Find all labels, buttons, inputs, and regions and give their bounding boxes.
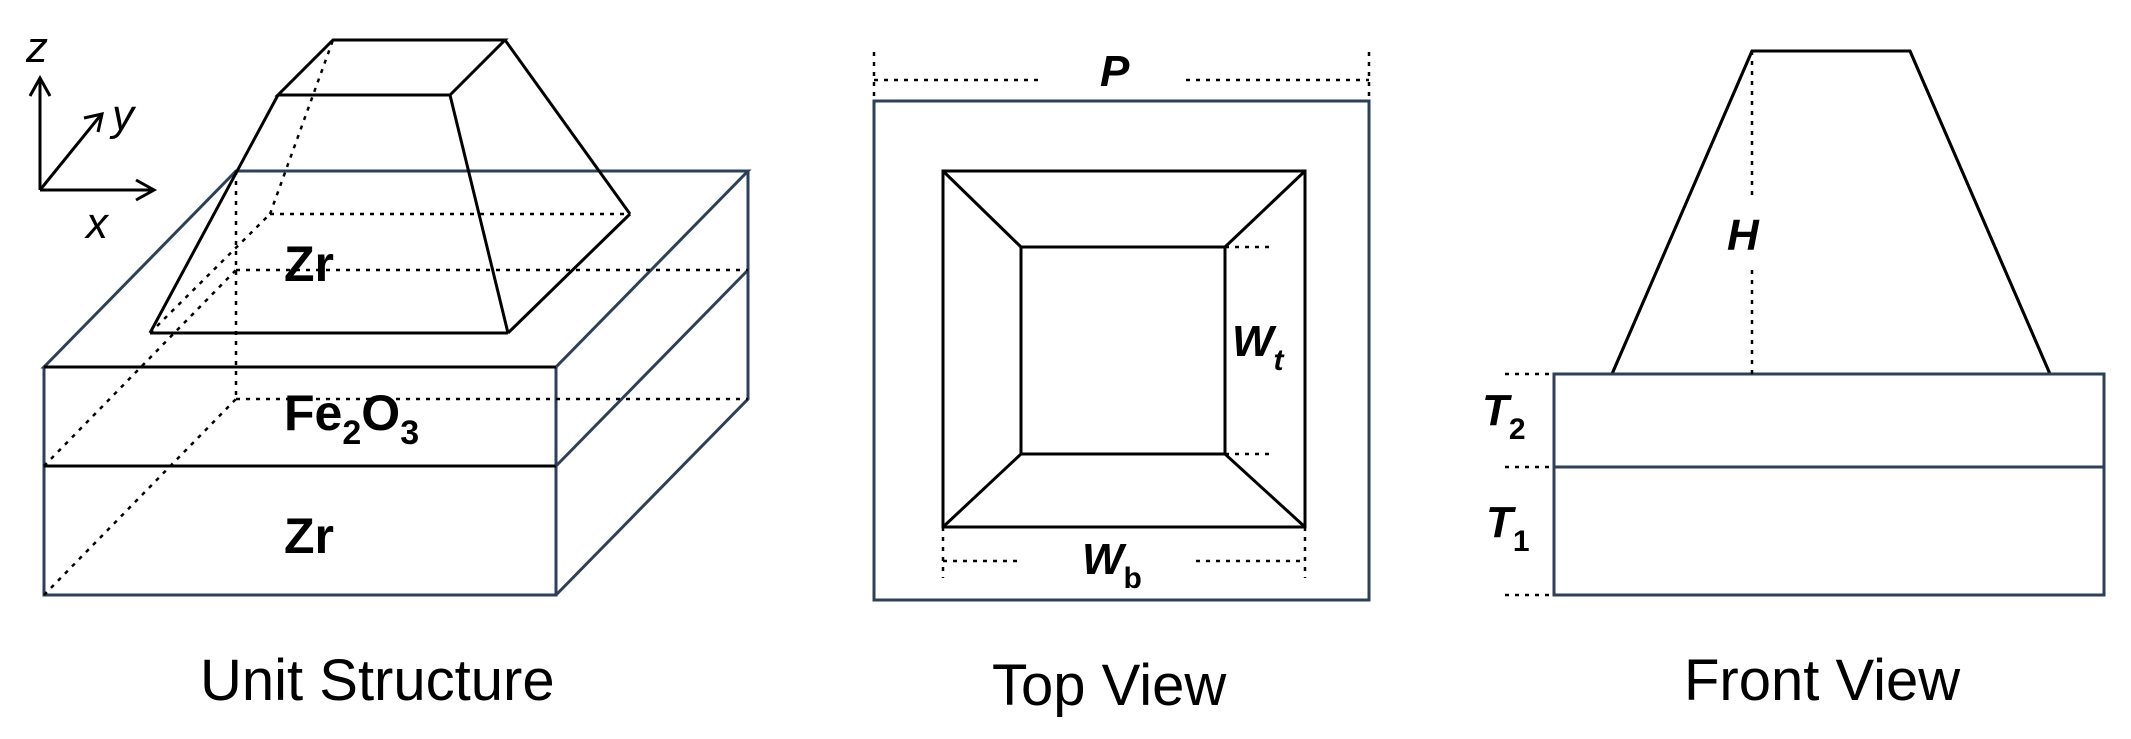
- layer-interface-side: [554, 268, 750, 468]
- pyramid-profile-dark: [1610, 49, 2052, 375]
- period-label: P: [1100, 47, 1130, 96]
- caption-top-view: Top View: [992, 653, 1227, 718]
- front-view-dimension-lines: [1505, 51, 1754, 597]
- pyramid-hidden-back-left-edge: [268, 39, 335, 215]
- pyramid-material-label: Zr: [284, 236, 334, 292]
- t2-base: T: [1482, 386, 1512, 435]
- pyramid-profile: [1609, 49, 2053, 376]
- pyramid-front-right-edge: [448, 94, 510, 334]
- o-subscript: 3: [400, 414, 419, 452]
- z-axis-arrowhead: [28, 74, 52, 97]
- t1-label: T1: [1486, 498, 1530, 558]
- slant-top-right: [1223, 169, 1307, 249]
- pyramid-hidden-edges: [149, 39, 630, 334]
- top-view-dimension-lines: [872, 52, 1371, 578]
- t2-subscript: 2: [1509, 413, 1526, 446]
- y-axis-arrowhead: [83, 112, 104, 133]
- fe-subscript: 2: [342, 414, 361, 452]
- wb-base: W: [1082, 535, 1127, 584]
- pyramid-front-left-edge: [148, 94, 280, 334]
- slab-front-bottom: [42, 367, 558, 597]
- pyramid-top-face: [274, 38, 509, 97]
- pyramid-top-square: [1019, 245, 1227, 456]
- slant-bottom-left: [941, 452, 1023, 529]
- top-view-panel: P Wt Wb Top View: [872, 47, 1371, 718]
- pyramid-back-right-edge: [503, 39, 632, 215]
- y-axis-line: [38, 115, 102, 191]
- period-square: [872, 99, 1371, 602]
- slab: [40, 169, 752, 597]
- pyramid-slant-edges: [941, 169, 1307, 529]
- slant-bottom-right: [1223, 452, 1307, 529]
- front-view-panel: H T2 T1 Front View: [1482, 49, 2106, 713]
- hidden-bottom-diagonal: [43, 398, 237, 596]
- front-t2-layer: [1552, 372, 2106, 469]
- slant-top-left: [941, 169, 1023, 249]
- t1-subscript: 1: [1513, 525, 1530, 558]
- t1-base: T: [1486, 498, 1516, 547]
- slab-hidden-edges: [43, 171, 748, 596]
- t2-label: T2: [1482, 386, 1526, 446]
- caption-front-view: Front View: [1684, 648, 1961, 713]
- bottom-layer-material-label: Zr: [284, 508, 334, 564]
- wt-base: W: [1232, 317, 1277, 366]
- height-label: H: [1727, 211, 1760, 260]
- pyramid-base-square: [941, 169, 1307, 529]
- caption-unit-structure: Unit Structure: [200, 648, 555, 713]
- fe-text: Fe: [284, 385, 342, 441]
- front-t1-layer: [1552, 465, 2106, 597]
- y-axis-label: y: [109, 91, 137, 140]
- top-width-label: Wt: [1232, 317, 1286, 377]
- pyramid: [148, 38, 632, 335]
- x-axis-arrowhead: [135, 178, 158, 202]
- z-axis-label: z: [25, 23, 48, 72]
- unit-structure-panel: z y x: [25, 23, 752, 713]
- slab-side-face: [554, 171, 750, 597]
- o-text: O: [361, 385, 400, 441]
- wb-subscript: b: [1124, 562, 1142, 595]
- pyramid-base-right: [506, 212, 632, 335]
- wt-subscript: t: [1274, 344, 1286, 377]
- bottom-width-label: Wb: [1082, 535, 1142, 595]
- middle-layer-material-label: Fe2O3: [284, 385, 419, 452]
- pyramid-hidden-base-left: [149, 213, 271, 334]
- x-axis-label: x: [84, 199, 110, 248]
- axis-triad: [28, 74, 158, 202]
